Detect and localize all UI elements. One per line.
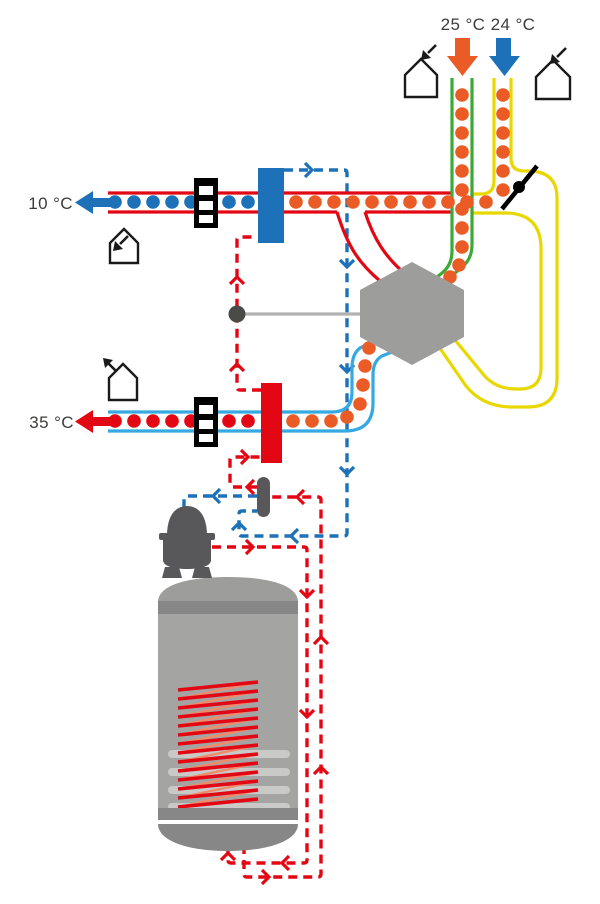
arrow-exhaust-out <box>75 191 112 214</box>
tank-heating-coil <box>177 680 259 809</box>
refrigerant-cold-line <box>182 161 356 545</box>
condenser-block <box>261 383 282 463</box>
label-exhaust-temp: 10 °C <box>28 194 73 213</box>
arrow-supply-in-room <box>75 410 112 433</box>
arrow-extract-in <box>447 38 478 76</box>
compressor-icon <box>159 506 215 578</box>
filter-icon-bottom <box>194 397 218 447</box>
storage-tank <box>158 577 298 851</box>
damper-actuator-knob <box>228 305 246 323</box>
house-icon-supply <box>103 358 139 402</box>
refrigerant-hot-line <box>212 235 330 886</box>
filter-icon-top <box>194 178 218 228</box>
label-outdoor-temp: 24 °C <box>491 15 536 34</box>
outdoor-air-loop-pipe <box>435 78 559 409</box>
evaporator-block <box>258 168 284 243</box>
house-icon-exhaust <box>108 227 140 265</box>
heat-exchanger-hexagon <box>360 262 464 365</box>
supply-air-pipe <box>108 340 393 433</box>
house-icon-outdoor <box>534 47 572 101</box>
house-icon-extract <box>403 44 439 99</box>
label-supply-temp: 35 °C <box>29 413 74 432</box>
arrow-outdoor-in <box>489 38 520 76</box>
damper-icon <box>500 164 539 211</box>
expansion-valve-icon <box>257 477 270 517</box>
air-flow-dots <box>108 88 510 428</box>
label-extract-temp: 25 °C <box>441 15 486 34</box>
